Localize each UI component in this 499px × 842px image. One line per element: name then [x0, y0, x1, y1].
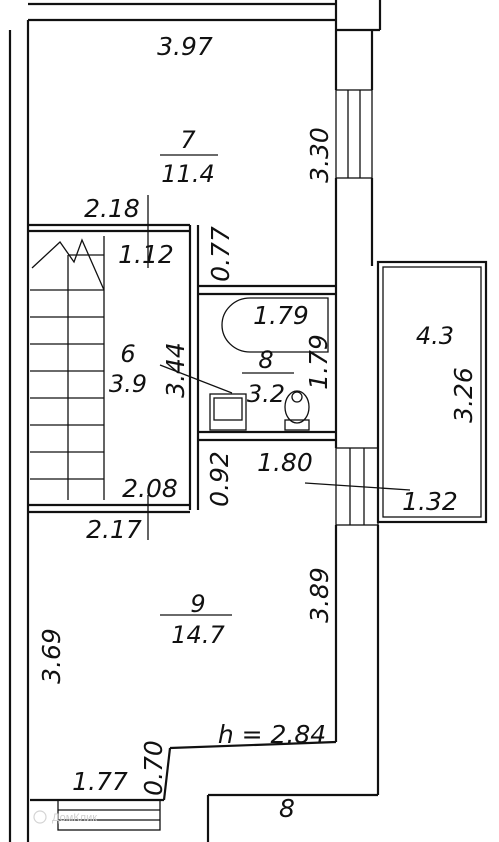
outer-walls: [8, 0, 382, 842]
dim-0-77: 0.77: [206, 226, 235, 282]
room-label-9: 9 14.7: [171, 590, 225, 649]
dim-3-97: 3.97: [157, 32, 213, 61]
bathtub: [221, 297, 329, 353]
room-7-area: 11.4: [161, 160, 214, 188]
dimension-labels: 3.97 3.30 2.18 1.12 0.77 1.79 1.79 3.44 …: [37, 32, 478, 796]
dim-1-77: 1.77: [72, 767, 128, 796]
dim-0-70: 0.70: [139, 740, 168, 796]
room-9-number: 9: [190, 590, 205, 618]
dim-3-30: 3.30: [305, 127, 334, 183]
toilet: [284, 390, 310, 431]
dim-3-26: 3.26: [449, 367, 478, 423]
dim-0-92: 0.92: [205, 451, 234, 507]
dim-1-80: 1.80: [257, 448, 313, 477]
sink: [209, 393, 247, 431]
dim-2-18: 2.18: [84, 194, 140, 223]
room-label-7: 7 11.4: [161, 126, 214, 188]
room-label-4: 4.3: [416, 322, 454, 350]
room-7-number: 7: [180, 126, 196, 154]
room-label-8: 8 3.2: [247, 346, 285, 408]
window-right-upper: [335, 89, 373, 179]
dim-1-12: 1.12: [118, 240, 174, 269]
stair-number-note: 8: [279, 794, 295, 823]
room-8-area: 3.2: [247, 380, 285, 408]
dim-2-08: 2.08: [122, 474, 178, 503]
watermark: ДомКлик: [33, 810, 97, 824]
dim-1-32: 1.32: [402, 487, 458, 516]
watermark-text: ДомКлик: [52, 812, 97, 824]
dim-1-79-horizontal: 1.79: [253, 301, 309, 330]
dimension-lines: [147, 154, 411, 616]
dim-1-79-vertical: 1.79: [304, 334, 333, 390]
room-6-area: 3.9: [109, 370, 147, 398]
room-label-6: 6 3.9: [109, 340, 147, 398]
room-4-number: 4.3: [416, 322, 454, 350]
ceiling-height-note: h = 2.84: [218, 720, 326, 749]
dim-3-89: 3.89: [305, 567, 334, 623]
dim-2-17: 2.17: [86, 515, 142, 544]
staircase: [30, 236, 105, 500]
dim-3-69: 3.69: [37, 628, 66, 684]
room-8-number: 8: [258, 346, 273, 374]
loggia: [376, 260, 488, 524]
interior-walls: [28, 223, 336, 514]
dim-3-44: 3.44: [161, 342, 190, 398]
watermark-logo-icon: [33, 810, 47, 824]
window-bottom-left: [57, 799, 161, 831]
room-6-number: 6: [120, 340, 135, 368]
room-9-area: 14.7: [171, 621, 225, 649]
